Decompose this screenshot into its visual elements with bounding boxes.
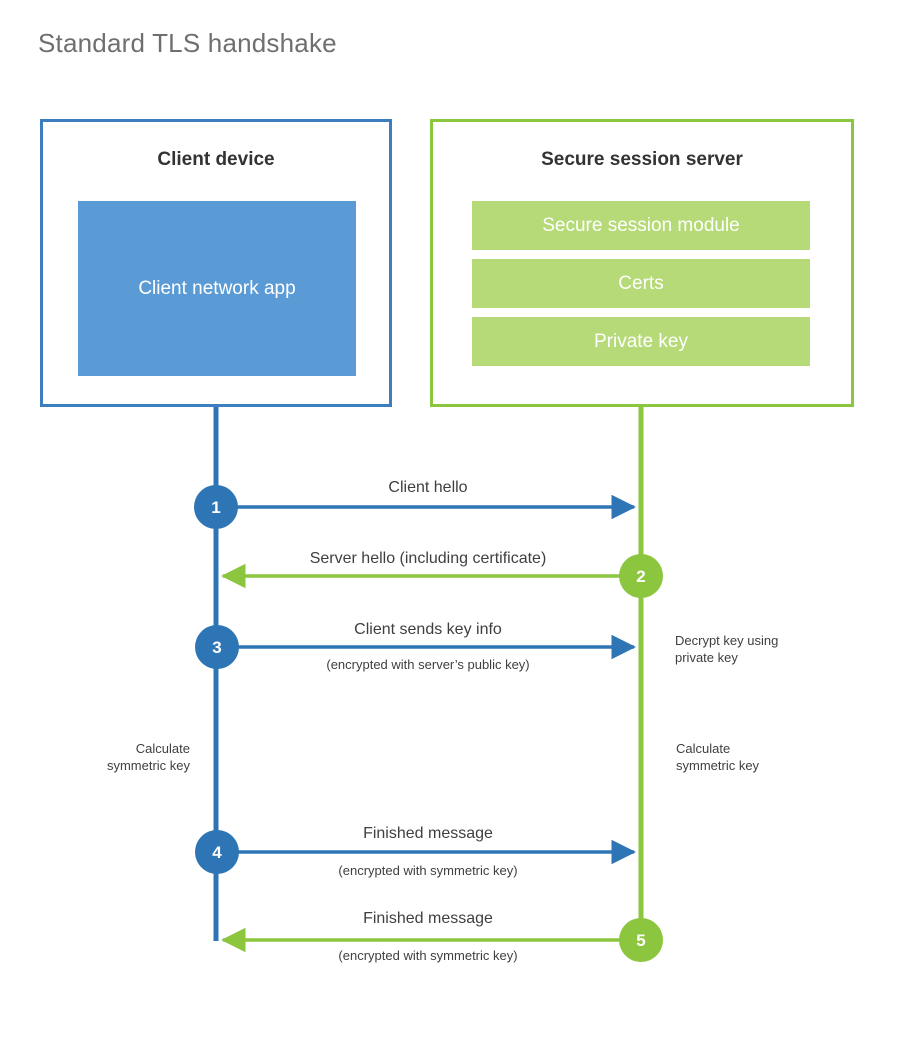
page-title: Standard TLS handshake bbox=[38, 28, 337, 58]
annotation-server-calculate-symmetric-key: Calculate symmetric key bbox=[676, 741, 760, 774]
step-marker-4[interactable] bbox=[195, 830, 239, 874]
secure-session-server-title: Secure session server bbox=[541, 149, 743, 170]
flow-label-step-5: Finished message bbox=[363, 910, 493, 927]
flow-label-step-4: Finished message bbox=[363, 825, 493, 842]
annotation-client-calculate-symmetric-key: Calculate symmetric key bbox=[106, 741, 190, 774]
step-marker-5[interactable] bbox=[619, 918, 663, 962]
flow-sublabel-step-5: (encrypted with symmetric key) bbox=[338, 948, 518, 963]
step-marker-3[interactable] bbox=[195, 625, 239, 669]
server-components-list: Secure session module Certs Private key bbox=[472, 201, 810, 366]
server-component-private-key: Private key bbox=[472, 317, 810, 366]
flow-label-step-3: Client sends key info bbox=[354, 621, 502, 638]
step-marker-2[interactable] bbox=[619, 554, 663, 598]
flow-label-step-2: Server hello (including certificate) bbox=[309, 550, 547, 567]
step-marker-1[interactable] bbox=[194, 485, 238, 529]
secure-session-server-box: Secure session server Secure session mod… bbox=[430, 119, 854, 407]
server-component-secure-session-module: Secure session module bbox=[472, 201, 810, 250]
flow-sublabel-step-4: (encrypted with symmetric key) bbox=[338, 863, 518, 878]
client-device-box: Client device Client network app bbox=[40, 119, 392, 407]
server-component-certs: Certs bbox=[472, 259, 810, 308]
client-network-app-block: Client network app bbox=[78, 201, 356, 376]
annotation-decrypt-key: Decrypt key using private key bbox=[675, 633, 779, 666]
flow-sublabel-step-3: (encrypted with server’s public key) bbox=[326, 657, 530, 672]
flow-label-step-1: Client hello bbox=[388, 479, 468, 496]
client-device-title: Client device bbox=[157, 149, 275, 170]
